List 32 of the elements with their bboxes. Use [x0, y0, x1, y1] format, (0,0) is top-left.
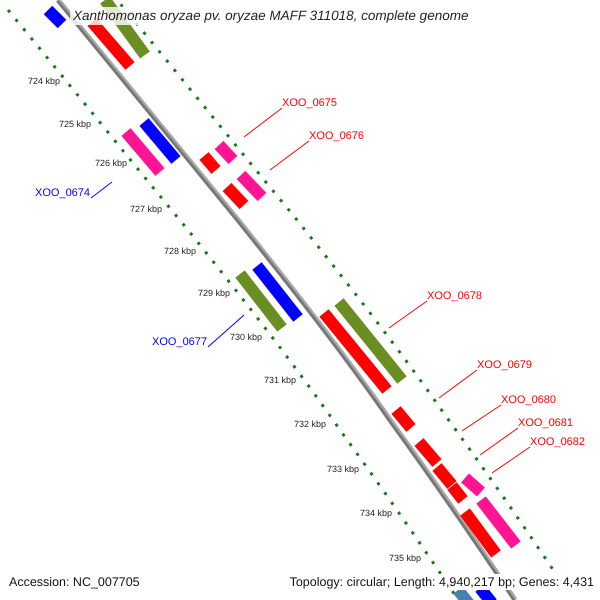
- position-label: 728 kbp: [164, 246, 196, 257]
- position-label: 735 kbp: [388, 553, 422, 564]
- leader-line: [90, 182, 112, 198]
- position-label: 729 kbp: [198, 288, 230, 299]
- gene-label: XOO_0679: [477, 358, 532, 372]
- leader-line: [492, 446, 530, 474]
- gene-label: XOO_0682: [530, 435, 586, 449]
- position-label: 725 kbp: [58, 119, 92, 130]
- leader-line: [462, 404, 502, 432]
- position-label: 726 kbp: [94, 158, 128, 169]
- leader-line: [270, 140, 310, 170]
- gene-label: XOO_0676: [309, 129, 364, 143]
- accession-number: Accession: NC_007705: [9, 574, 140, 590]
- leader-line: [208, 314, 244, 348]
- position-label: 734 kbp: [360, 508, 392, 519]
- gene-label: XOO_0680: [501, 393, 556, 407]
- position-label: 724 kbp: [28, 76, 60, 87]
- gene-label: XOO_0678: [427, 289, 482, 303]
- gene-label: XOO_0677: [152, 335, 208, 349]
- position-label: 732 kbp: [294, 419, 326, 430]
- leader-line: [388, 300, 428, 328]
- position-label: 727 kbp: [130, 204, 162, 215]
- gene-label: XOO_0681: [518, 416, 574, 430]
- position-label: 731 kbp: [264, 375, 296, 386]
- position-label: 730 kbp: [230, 332, 262, 343]
- position-label: 733 kbp: [326, 464, 360, 475]
- leader-line: [438, 370, 478, 398]
- leader-line: [480, 428, 518, 456]
- gene-label: XOO_0675: [282, 96, 338, 110]
- genome-info: Topology: circular; Length: 4,940,217 bp; Genes: 4,431: [290, 574, 594, 590]
- leader-line: [244, 108, 282, 138]
- gene-label: XOO_0674: [35, 186, 90, 200]
